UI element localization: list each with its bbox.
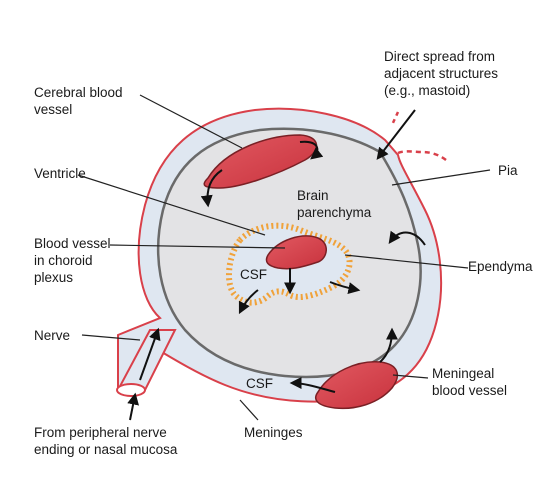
choroid-arrow-left xyxy=(238,289,259,315)
leader-ependyma xyxy=(344,254,469,269)
label-ependyma: Ependyma xyxy=(468,259,533,274)
choroid-arrow-right xyxy=(329,281,361,295)
cerebral-vessel xyxy=(203,134,318,189)
nerve-end xyxy=(116,383,146,397)
leader-nerve xyxy=(81,334,141,341)
leader-meningeal xyxy=(392,374,429,379)
leader-cerebral-vessel xyxy=(139,94,243,149)
leader-pia xyxy=(391,169,491,186)
meningeal-vessel xyxy=(315,361,399,410)
label-pia: Pia xyxy=(498,163,518,178)
mastoid-dashed xyxy=(397,150,447,162)
mastoid-top-dashed xyxy=(390,111,400,126)
leader-blood-vessel xyxy=(109,244,286,249)
cerebral-vessel-arrow-a xyxy=(299,140,324,160)
label-csf-inner: CSF xyxy=(240,267,267,282)
label-blood-vessel-choroid: Blood vessel in choroid plexus xyxy=(34,236,111,285)
meningeal-arrow-left xyxy=(289,377,336,393)
nerve-arrow xyxy=(139,327,161,381)
direct-spread-arrow xyxy=(376,109,416,160)
choroid-vessel xyxy=(265,235,327,270)
label-ventricle: Ventricle xyxy=(34,166,86,181)
label-nerve: Nerve xyxy=(34,328,71,343)
leader-meninges xyxy=(239,399,259,421)
label-meningeal-blood-vessel: Meningeal blood vessel xyxy=(432,366,508,398)
label-brain-parenchyma: Brain parenchyma xyxy=(297,188,372,220)
label-cerebral-blood-vessel: Cerebral blood vessel xyxy=(34,85,123,117)
leader-ventricle xyxy=(77,174,266,236)
meningeal-arrow-up xyxy=(379,327,398,363)
peripheral-arrow xyxy=(127,392,140,421)
label-direct-spread: Direct spread from adjacent structures (… xyxy=(384,49,499,98)
label-meninges: Meninges xyxy=(244,425,303,440)
label-from-peripheral: From peripheral nerve ending or nasal mu… xyxy=(34,425,178,457)
pia-arrow xyxy=(388,230,426,246)
label-csf-outer: CSF xyxy=(246,376,273,391)
cerebral-vessel-arrow-b xyxy=(200,169,223,208)
